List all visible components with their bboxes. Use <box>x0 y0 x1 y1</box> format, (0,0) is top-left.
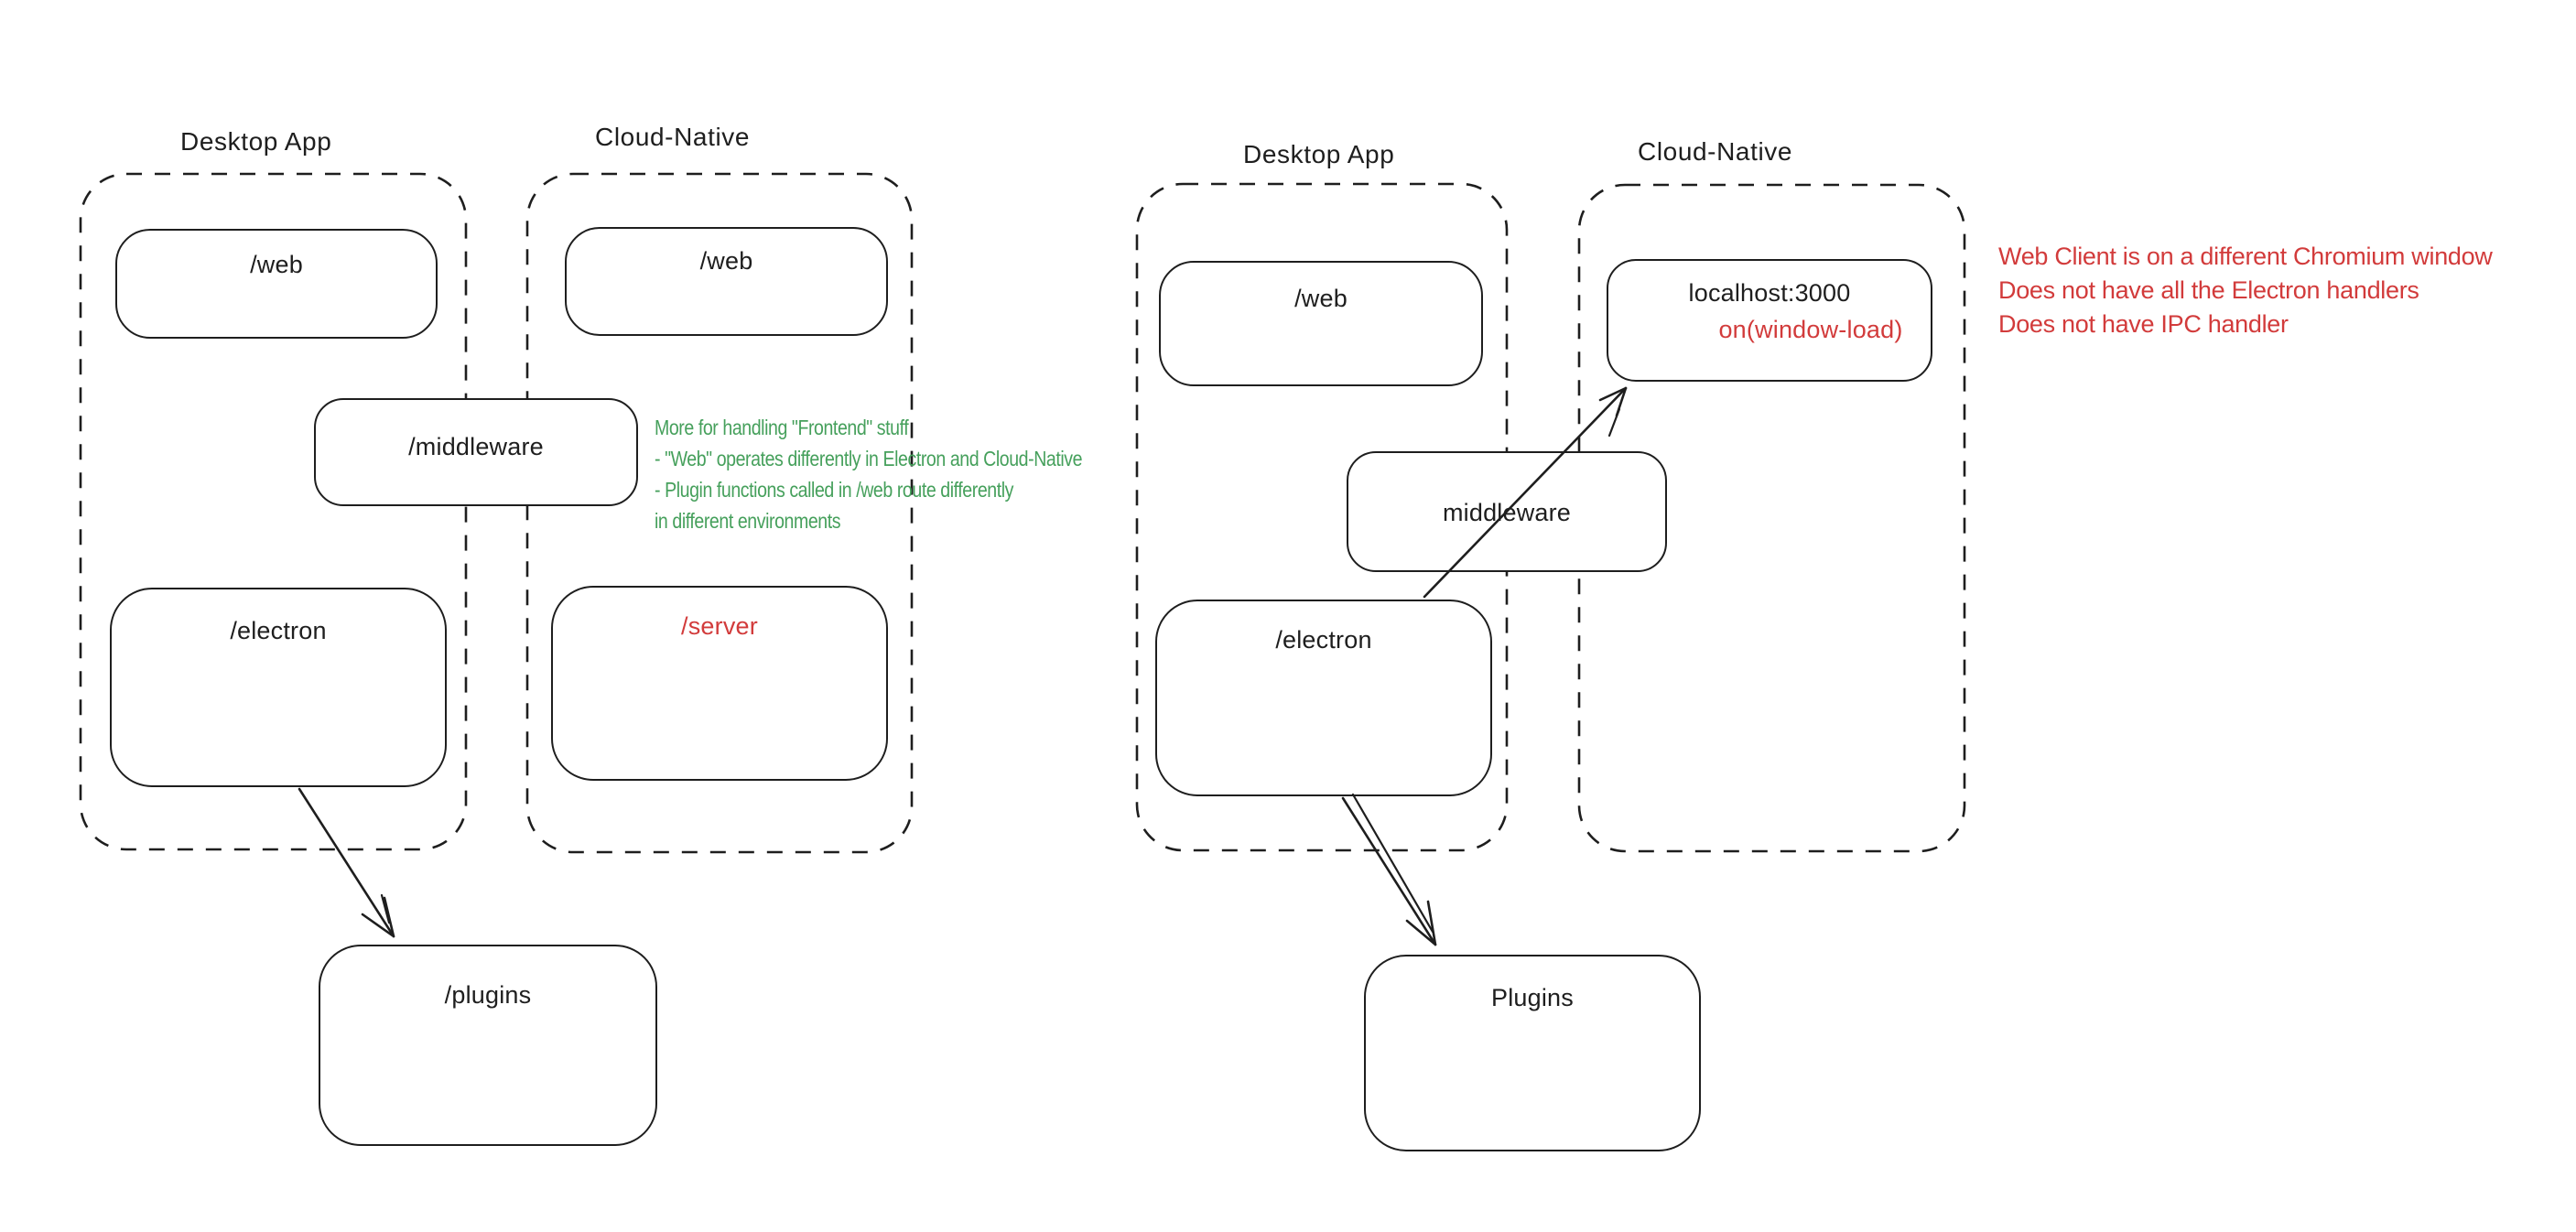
green-note-line-1: More for handling "Frontend" stuff <box>655 416 909 439</box>
right-localhost-url-label: localhost:3000 <box>1688 279 1851 307</box>
green-note-line-2: - "Web" operates differently in Electron… <box>655 447 1083 470</box>
right-electron-box[interactable]: /electron <box>1155 600 1492 796</box>
left-electron-box[interactable]: /electron <box>110 588 447 787</box>
right-desktop-group-label[interactable]: Desktop App <box>1243 140 1395 168</box>
green-note-line-4: in different environments <box>655 509 841 533</box>
left-cloud-group-label[interactable]: Cloud-Native <box>595 123 751 151</box>
right-red-note[interactable]: Web Client is on a different Chromium wi… <box>1998 240 2493 341</box>
left-middleware-label: /middleware <box>408 433 544 460</box>
left-web-desktop-label: /web <box>250 251 303 278</box>
left-desktop-group-label[interactable]: Desktop App <box>180 127 332 156</box>
right-web-label: /web <box>1294 285 1348 312</box>
left-plugins-box[interactable]: /plugins <box>319 945 657 1146</box>
left-green-note[interactable]: More for handling "Frontend" stuff - "We… <box>655 412 1082 536</box>
left-web-cloud-box[interactable]: /web <box>565 227 888 336</box>
left-server-box[interactable]: /server <box>551 586 888 781</box>
left-electron-label: /electron <box>230 617 327 644</box>
right-plugins-label: Plugins <box>1491 984 1574 1011</box>
red-note-line-3: Does not have IPC handler <box>1998 310 2289 338</box>
right-localhost-event-label: on(window-load) <box>1718 316 1903 343</box>
left-plugins-label: /plugins <box>444 981 532 1009</box>
left-web-cloud-label: /web <box>699 247 753 275</box>
right-cloud-group-label[interactable]: Cloud-Native <box>1638 137 1793 166</box>
red-note-line-1: Web Client is on a different Chromium wi… <box>1998 243 2493 270</box>
right-plugins-box[interactable]: Plugins <box>1364 955 1701 1151</box>
green-note-line-3: - Plugin functions called in /web route … <box>655 478 1014 502</box>
left-middleware-box[interactable]: /middleware <box>314 398 638 506</box>
red-note-line-2: Does not have all the Electron handlers <box>1998 276 2419 304</box>
right-web-box[interactable]: /web <box>1159 261 1483 386</box>
right-middleware-label: middleware <box>1442 499 1572 526</box>
right-middleware-box[interactable]: middleware <box>1347 451 1667 572</box>
arrow-left-electron-to-plugins[interactable] <box>298 787 395 938</box>
left-server-label: /server <box>681 612 758 640</box>
right-electron-label: /electron <box>1275 626 1372 654</box>
arrow-right-electron-to-plugins[interactable] <box>1341 793 1437 946</box>
right-localhost-box[interactable]: localhost:3000 on(window-load) <box>1607 259 1932 382</box>
left-web-desktop-box[interactable]: /web <box>115 229 438 339</box>
